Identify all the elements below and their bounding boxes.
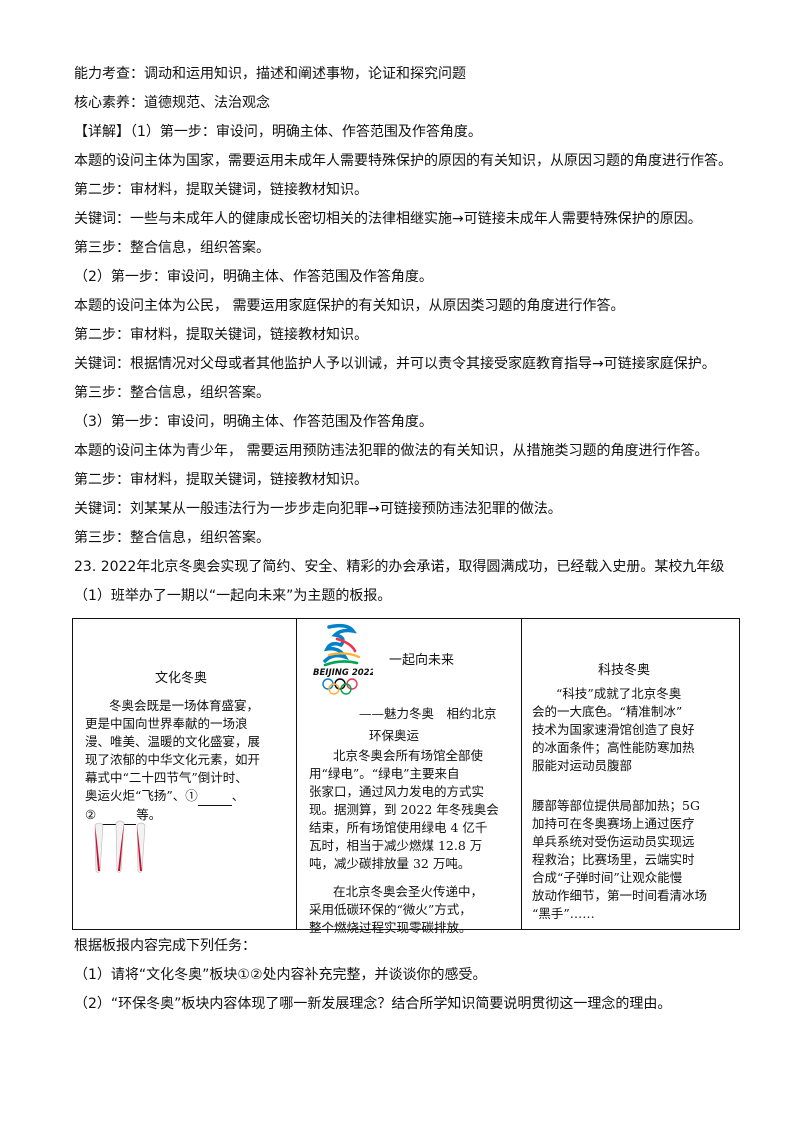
eco-subline: ——魅力冬奥 相约北京 bbox=[359, 706, 497, 721]
text-line: 本题的设问主体为青少年， 需要运用预防违法犯罪的做法的有关知识，从措施类习题的角… bbox=[74, 443, 709, 459]
tech-text: “科技”成就了北京冬奥 会的一大底色。“精准制冰” 技术为国家速滑馆创造了良好 … bbox=[532, 686, 708, 921]
torch-1 bbox=[94, 822, 104, 873]
beijing-2022-logo-icon: BEIJING 2022 bbox=[313, 623, 373, 695]
literacy-line: 核心素养：道德规范、法治观念 bbox=[74, 95, 270, 111]
torch-2 bbox=[115, 820, 125, 873]
blank-1[interactable] bbox=[197, 787, 232, 806]
torch-icon bbox=[94, 820, 146, 873]
text-line: 第二步：审材料，提取关键词，链接教材知识。 bbox=[74, 472, 368, 488]
text-line: 关键词：刘某某从一般违法行为一步步走向犯罪→可链接预防违法犯罪的做法。 bbox=[74, 501, 562, 517]
detail-line: 【详解】（1）第一步：审设问，明确主体、作答范围及作答角度。 bbox=[74, 124, 482, 140]
text-line: 本题的设问主体为公民， 需要运用家庭保护的有关知识，从原因类习题的角度进行作答。 bbox=[74, 298, 625, 314]
text-line: （3）第一步：审设问，明确主体、作答范围及作答角度。 bbox=[74, 414, 433, 430]
ability-line: 能力考查：调动和运用知识，描述和阐述事物，论证和探究问题 bbox=[74, 66, 466, 82]
culture-title: 文化冬奥 bbox=[155, 671, 208, 686]
eco-title: 环保奥运 bbox=[369, 728, 420, 743]
task-2: （2）“环保冬奥”板块内容体现了哪一新发展理念？结合所学知识简要说明贯彻这一理念… bbox=[74, 996, 672, 1012]
text-line: 第三步：整合信息，组织答案。 bbox=[74, 385, 270, 401]
text-line: 关键词：一些与未成年人的健康成长密切相关的法律相继实施→可链接未成年人需要特殊保… bbox=[74, 211, 702, 227]
eco-panel: BEIJING 2022 一起向未来 ——魅力冬奥 相约北京 环保奥运 北京冬奥… bbox=[296, 619, 522, 935]
text-line: 本题的设问主体为国家，需要运用未成年人需要特殊保护的原因的有关知识，从原因习题的… bbox=[74, 153, 732, 169]
culture-panel: 文化冬奥 冬奥会既是一场体育盛宴， 更是中国向世界奉献的一场浪 漫、唯美、温暖的… bbox=[73, 619, 296, 929]
task-1: （1）请将“文化冬奥”板块①②处内容补充完整，并谈谈你的感受。 bbox=[74, 967, 487, 983]
logo-text: BEIJING 2022 bbox=[313, 668, 373, 678]
blackboard-newspaper: 文化冬奥 冬奥会既是一场体育盛宴， 更是中国向世界奉献的一场浪 漫、唯美、温暖的… bbox=[72, 618, 741, 935]
text-line: 第三步：整合信息，组织答案。 bbox=[74, 530, 270, 546]
culture-text: 冬奥会既是一场体育盛宴， 更是中国向世界奉献的一场浪 漫、唯美、温暖的文化盛宴，… bbox=[85, 697, 295, 825]
text-line: 第二步：审材料，提取关键词，链接教材知识。 bbox=[74, 327, 368, 343]
text-line: 第二步：审材料，提取关键词，链接教材知识。 bbox=[74, 182, 368, 198]
torch-3 bbox=[136, 822, 146, 873]
text-line: （2）第一步：审设问，明确主体、作答范围及作答角度。 bbox=[74, 269, 433, 285]
question-23-cont: （1）班举办了一期以“一起向未来”为主题的板报。 bbox=[74, 588, 392, 604]
text-line: 第三步：整合信息，组织答案。 bbox=[74, 240, 270, 256]
eco-text: 北京冬奥会所有场馆全部使 用“绿电”。“绿电”主要来自 张家口，通过风力发电的方… bbox=[309, 748, 499, 935]
task-intro: 根据板报内容完成下列任务： bbox=[74, 938, 256, 954]
tech-panel: 科技冬奥 “科技”成就了北京冬奥 会的一大底色。“精准制冰” 技术为国家速滑馆创… bbox=[522, 619, 741, 929]
text-line: 关键词：根据情况对父母或者其他监护人予以训诫，并可以责令其接受家庭教育指导→可链… bbox=[74, 356, 716, 372]
tech-title: 科技冬奥 bbox=[598, 663, 651, 678]
question-23: 23. 2022年北京冬奥会实现了简约、安全、精彩的办会承诺，取得圆满成功，已经… bbox=[74, 559, 725, 575]
slogan: 一起向未来 bbox=[389, 653, 455, 668]
